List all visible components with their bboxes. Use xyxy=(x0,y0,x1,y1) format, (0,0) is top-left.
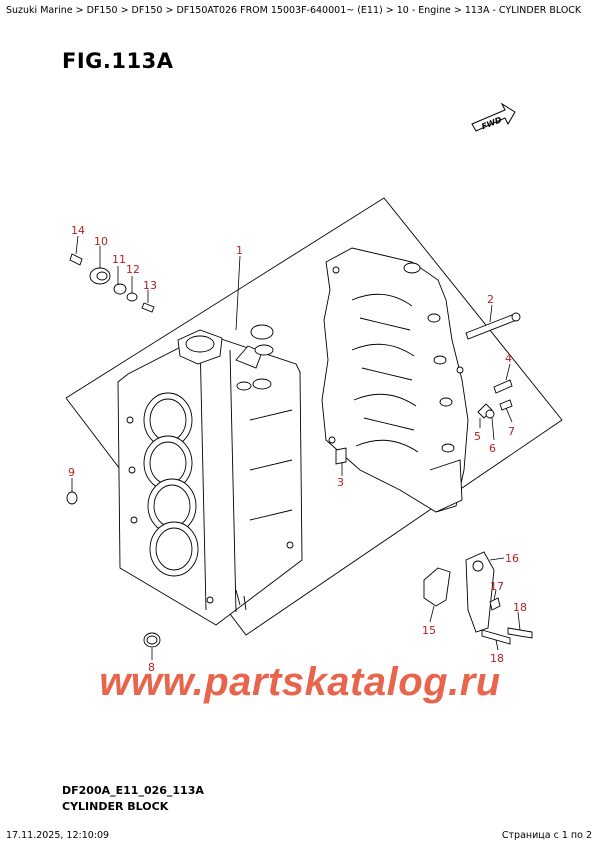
drawing-code: DF200A_E11_026_113A xyxy=(62,784,204,797)
callout-11: 11 xyxy=(112,253,126,266)
footer-page-info: Страница с 1 по 2 xyxy=(501,830,592,841)
callout-16: 16 xyxy=(505,552,519,565)
callout-3: 3 xyxy=(337,476,344,489)
cylinder-block-drawing xyxy=(117,329,303,626)
small-parts xyxy=(66,253,533,648)
callouts: 1 2 3 4 5 6 7 8 9 10 11 12 13 14 15 16 1… xyxy=(68,224,527,674)
callout-12: 12 xyxy=(126,263,140,276)
callout-8: 8 xyxy=(148,661,155,674)
callout-9: 9 xyxy=(68,466,75,479)
callout-2: 2 xyxy=(487,293,494,306)
callout-17: 17 xyxy=(490,580,504,593)
callout-13: 13 xyxy=(143,279,157,292)
breadcrumb: Suzuki Marine > DF150 > DF150 > DF150AT0… xyxy=(6,5,582,16)
callout-14: 14 xyxy=(71,224,85,237)
callout-1: 1 xyxy=(236,244,243,257)
callout-7: 7 xyxy=(508,425,515,438)
fwd-arrow-icon: FWD xyxy=(471,102,516,132)
callout-6: 6 xyxy=(489,442,496,455)
leader-lines xyxy=(71,235,521,660)
drawing-name: CYLINDER BLOCK xyxy=(62,800,169,813)
footer-timestamp: 17.11.2025, 12:10:09 xyxy=(6,830,110,841)
watermark-text: www.partskatalog.ru xyxy=(99,660,501,704)
callout-10: 10 xyxy=(94,235,108,248)
figure-title: FIG.113A xyxy=(62,49,174,73)
callout-5: 5 xyxy=(474,430,481,443)
callout-15: 15 xyxy=(422,624,436,637)
fwd-label: FWD xyxy=(480,115,503,131)
callout-18a: 18 xyxy=(513,601,527,614)
callout-4: 4 xyxy=(505,352,512,365)
callout-18b: 18 xyxy=(490,652,504,665)
crankcase-drawing xyxy=(321,247,469,513)
